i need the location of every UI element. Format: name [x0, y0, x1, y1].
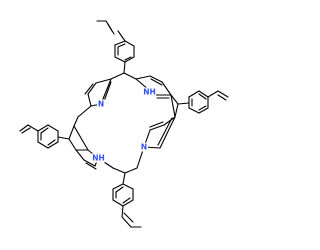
nitrogen-bottom-left: NH	[92, 153, 105, 163]
bond-line	[198, 93, 207, 100]
bond-line	[73, 125, 89, 151]
nitrogen-bottom-right: N	[140, 142, 148, 152]
bond-line	[198, 107, 209, 114]
bond-line	[19, 124, 29, 132]
bond-line	[159, 116, 176, 149]
bond-line	[77, 105, 92, 118]
bond-line	[110, 72, 125, 80]
bond-line	[121, 205, 124, 218]
bond-line	[112, 199, 124, 207]
bond-line	[73, 116, 79, 127]
bond-line	[107, 23, 115, 35]
molecule-structure: N NH N NH	[19, 20, 229, 228]
bond-line	[75, 149, 85, 161]
nitrogen-label: N	[141, 143, 147, 152]
bond-line	[68, 138, 77, 151]
bond-line	[207, 90, 219, 98]
bond-line	[115, 186, 124, 193]
nitrogen-h-label: NH	[143, 88, 156, 97]
bond-line	[149, 124, 165, 131]
bond-line	[177, 102, 190, 105]
bond-line	[122, 197, 131, 204]
bond-line	[149, 75, 163, 83]
bond-line	[47, 124, 59, 132]
bond-line	[170, 94, 176, 118]
bond-line	[124, 56, 132, 61]
bond-line	[112, 167, 126, 174]
bond-line	[95, 78, 112, 84]
bond-line	[198, 90, 209, 98]
bond-line	[174, 103, 179, 118]
bond-lines	[19, 20, 229, 228]
bond-line	[188, 107, 200, 114]
bond-line	[135, 75, 151, 80]
bond-line	[47, 139, 56, 146]
bond-line	[83, 159, 96, 167]
bond-line	[84, 83, 94, 95]
bond-line	[188, 90, 200, 98]
bond-line	[124, 167, 138, 174]
bond-line	[123, 61, 126, 74]
bond-line	[163, 116, 176, 126]
bond-line	[170, 94, 179, 105]
bond-line	[124, 40, 135, 47]
bond-line	[114, 56, 126, 63]
bond-line	[40, 127, 49, 134]
bond-line	[123, 72, 137, 80]
bond-line	[68, 125, 75, 140]
nitrogen-h-label: NH	[92, 154, 105, 163]
bond-line	[87, 82, 97, 95]
bond-line	[122, 172, 126, 185]
bond-line	[37, 141, 49, 149]
bond-line	[85, 162, 97, 170]
nitrogen-label: N	[98, 100, 104, 109]
bond-line	[47, 141, 59, 149]
atom-labels: N NH N NH	[92, 87, 156, 163]
bond-line	[87, 93, 92, 107]
nitrogen-top-left: N	[97, 99, 105, 109]
bond-line	[117, 30, 126, 42]
bond-line	[21, 127, 31, 134]
bond-line	[217, 90, 229, 98]
bond-line	[114, 40, 126, 46]
bond-line	[27, 124, 39, 132]
bond-line	[121, 216, 132, 228]
bond-line	[149, 121, 164, 128]
bond-line	[123, 212, 134, 223]
nitrogen-top-right: NH	[143, 87, 156, 97]
bond-line	[37, 124, 49, 132]
bond-line	[124, 56, 135, 63]
bond-line	[57, 136, 70, 140]
bond-line	[122, 183, 134, 190]
bond-line	[217, 94, 227, 101]
bond-line	[157, 117, 173, 146]
bond-line	[198, 105, 207, 111]
bond-line	[117, 43, 126, 48]
bond-line	[161, 81, 172, 96]
bond-line	[150, 78, 163, 86]
bond-line	[122, 199, 134, 207]
bond-line	[112, 183, 124, 190]
